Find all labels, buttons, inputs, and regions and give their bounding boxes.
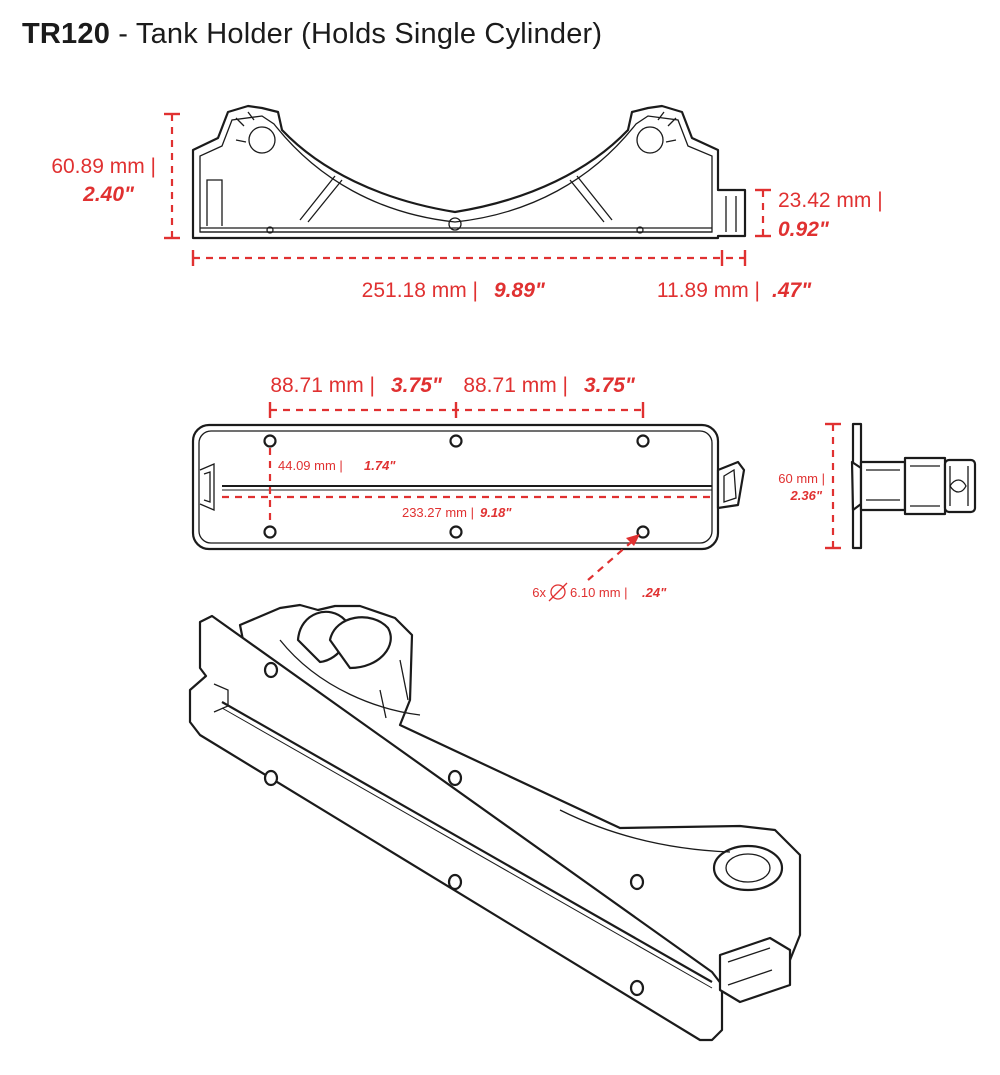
hole-diameter-in: .24"	[642, 585, 667, 600]
iso-bracket-back	[238, 603, 802, 990]
iso-front-plate	[188, 614, 724, 1042]
hole-diameter-mm: 6.10 mm |	[570, 585, 628, 600]
hole-count: 6x	[532, 585, 546, 600]
slot-length-mm: 233.27 mm |	[402, 505, 474, 520]
rail-height-mm: 23.42 mm |	[778, 189, 883, 212]
front-length-mm: 251.18 mm |	[362, 279, 478, 302]
row-spacing-mm: 44.09 mm |	[278, 458, 343, 473]
rail-length-mm: 11.89 mm |	[657, 279, 760, 302]
slot-length-in: 9.18"	[480, 505, 512, 520]
title-separator: -	[110, 18, 136, 50]
left-hook	[248, 126, 276, 154]
page-title: TR120 - Tank Holder (Holds Single Cylind…	[22, 18, 602, 51]
spacing-right-in: 3.75"	[584, 374, 636, 397]
spacing-right-mm: 88.71 mm |	[463, 374, 568, 397]
front-view: 60.89 mm | 2.40" 23.42 mm | 0.92" 251.18…	[51, 104, 883, 302]
front-length-in: 9.89"	[494, 279, 546, 302]
iso-holes	[263, 661, 645, 997]
rail-length-in: .47"	[772, 279, 812, 302]
spacing-left-in: 3.75"	[391, 374, 443, 397]
top-view: 88.71 mm | 3.75" 88.71 mm | 3.75" 44.09 …	[191, 374, 746, 602]
right-hook	[636, 126, 664, 154]
front-view-body	[191, 104, 747, 240]
isometric-view	[188, 603, 802, 1042]
spacing-left-mm: 88.71 mm |	[270, 374, 375, 397]
side-view: 60 mm | 2.36"	[778, 422, 977, 550]
side-width-in: 2.36"	[790, 488, 823, 503]
model-code: TR120	[22, 18, 111, 50]
front-height-in: 2.40"	[82, 183, 135, 206]
title-description: Tank Holder (Holds Single Cylinder)	[135, 18, 603, 50]
front-height-mm: 60.89 mm |	[51, 155, 156, 178]
diameter-icon	[548, 582, 568, 602]
side-width-mm: 60 mm |	[778, 471, 825, 486]
rail-height-in: 0.92"	[778, 218, 830, 241]
row-spacing-in: 1.74"	[364, 458, 396, 473]
mounting-holes	[263, 434, 650, 539]
